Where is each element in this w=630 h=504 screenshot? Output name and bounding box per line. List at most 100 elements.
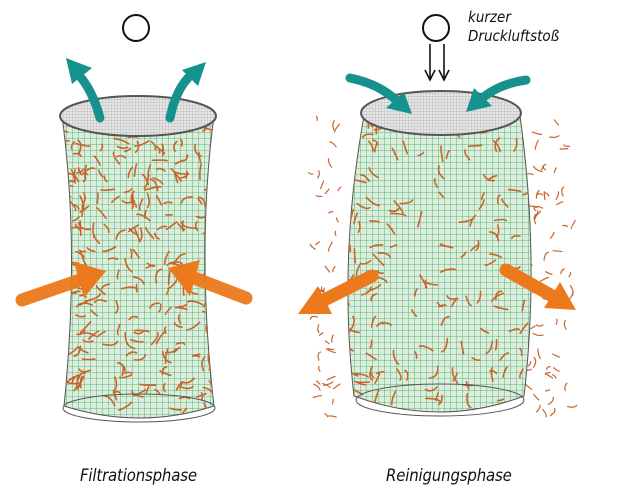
dust-fiber	[118, 374, 133, 379]
dust-fiber	[98, 169, 104, 178]
dust-fiber	[186, 321, 201, 331]
dust-fiber	[62, 330, 65, 343]
dust-fiber	[66, 381, 82, 385]
dust-fiber	[155, 330, 167, 345]
dust-fiber	[179, 139, 183, 147]
dust-fiber	[471, 356, 481, 361]
dust-fiber	[115, 300, 119, 314]
dust-fiber	[157, 225, 168, 231]
dust-fiber	[69, 200, 77, 212]
dust-fiber	[325, 348, 336, 354]
dust-release-arrowhead	[298, 286, 332, 314]
dust-fiber	[62, 404, 64, 418]
dust-fiber	[130, 190, 135, 208]
air-outlet-arrowhead	[182, 62, 206, 86]
dust-fiber	[84, 164, 89, 176]
dust-fiber	[426, 281, 439, 286]
dust-fiber	[376, 321, 384, 327]
dust-fiber	[116, 269, 120, 280]
air-inlet-arrow	[345, 73, 403, 107]
dust-fiber	[118, 401, 133, 411]
dust-fiber	[347, 365, 351, 383]
dust-fiber	[92, 235, 101, 245]
dust-fiber	[519, 322, 529, 335]
dust-fiber	[440, 242, 449, 248]
dust-fiber	[328, 210, 334, 214]
dust-fiber	[78, 222, 92, 231]
dust-fiber	[124, 147, 132, 153]
dust-fiber	[154, 388, 161, 396]
dust-fiber	[501, 198, 509, 208]
filter-bag-cleaning	[298, 14, 578, 418]
dust-fiber	[324, 340, 330, 345]
dust-fiber	[173, 322, 183, 329]
dust-fiber	[62, 193, 72, 199]
dust-fiber	[480, 327, 490, 334]
dust-fiber	[322, 381, 334, 386]
dust-fiber	[180, 385, 194, 390]
dust-fiber	[136, 213, 151, 222]
dust-fiber	[414, 351, 418, 360]
dust-fiber	[337, 186, 342, 192]
dust-fiber	[324, 413, 329, 418]
dust-fiber	[79, 220, 82, 236]
dust-fiber	[163, 201, 173, 205]
dust-fiber	[530, 325, 536, 330]
dust-fiber	[201, 356, 206, 372]
dust-fiber	[533, 165, 543, 173]
dust-fiber	[372, 139, 379, 146]
dust-fiber	[413, 288, 418, 297]
down-arrow-icon	[438, 44, 450, 82]
dust-fiber	[113, 137, 130, 145]
dust-fiber	[180, 377, 195, 384]
dust-fiber	[62, 225, 64, 233]
dust-fiber	[484, 259, 497, 267]
annotation-line-2: Druckluftstoß	[468, 27, 560, 45]
dust-fiber	[159, 369, 172, 377]
dust-fiber	[71, 374, 79, 383]
dust-fiber	[335, 217, 339, 223]
dust-fiber	[369, 339, 373, 349]
dust-fiber	[353, 380, 367, 386]
dust-fiber	[465, 295, 472, 307]
dust-fiber	[128, 227, 138, 236]
dust-fiber	[197, 197, 203, 205]
dust-fiber	[308, 171, 314, 175]
dust-fiber	[502, 366, 508, 378]
dust-fiber	[404, 369, 409, 381]
dust-fiber	[175, 341, 186, 346]
dust-fiber	[209, 171, 214, 175]
dust-fiber	[316, 380, 321, 385]
dust-fiber	[327, 158, 333, 168]
dust-fiber	[199, 163, 202, 180]
dust-fiber	[177, 314, 182, 324]
dust-fiber	[315, 194, 323, 198]
dust-fiber	[440, 315, 450, 326]
dust-fiber	[440, 145, 444, 163]
dust-fiber	[553, 119, 560, 126]
dust-fiber	[162, 350, 172, 364]
dust-fiber	[487, 174, 498, 182]
dust-fiber	[367, 284, 382, 292]
dust-fiber	[127, 166, 134, 179]
dust-fiber	[73, 345, 82, 357]
dust-fiber	[210, 220, 214, 230]
dust-fiber	[328, 415, 337, 418]
caption-filtration: Filtrationsphase	[80, 466, 197, 486]
dust-fiber	[543, 191, 546, 201]
dust-fiber	[547, 396, 554, 405]
dust-fiber	[331, 334, 334, 343]
dust-fiber	[327, 348, 335, 351]
dust-fiber	[362, 133, 374, 139]
dust-fiber	[194, 143, 202, 157]
dust-fiber	[93, 155, 101, 166]
dust-fiber	[489, 253, 503, 259]
dust-fiber	[326, 375, 336, 381]
dust-fiber	[495, 224, 500, 238]
dust-fiber	[436, 301, 443, 308]
dust-fiber	[191, 355, 201, 358]
dust-fiber	[132, 200, 138, 208]
dust-fiber	[134, 329, 150, 333]
dust-fiber	[535, 324, 544, 327]
dust-fiber	[488, 231, 500, 242]
